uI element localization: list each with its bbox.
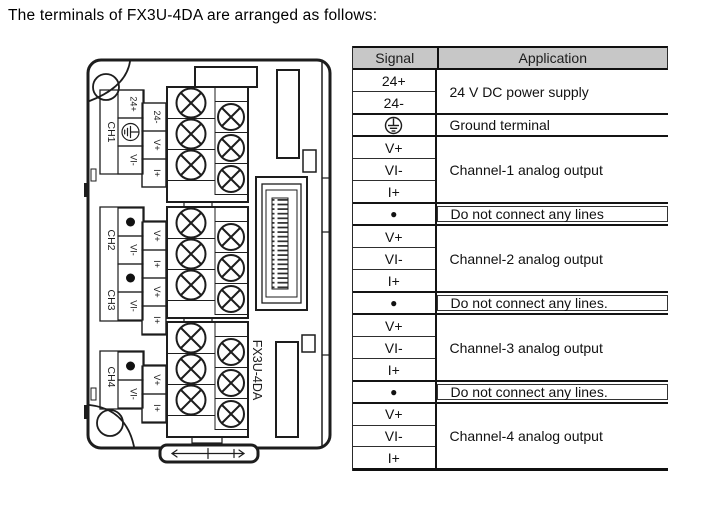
signal-cell: VI- bbox=[353, 426, 435, 448]
dot-icon: ● bbox=[390, 207, 398, 221]
svg-text:24+: 24+ bbox=[129, 96, 139, 111]
table-row: ● Do not connect any lines bbox=[353, 204, 668, 226]
ch3-label: CH3 bbox=[105, 289, 117, 310]
dot-icon: ● bbox=[390, 385, 398, 399]
page-title: The terminals of FX3U-4DA are arranged a… bbox=[8, 7, 378, 24]
mounting-hole-top bbox=[92, 73, 120, 101]
dot-icon bbox=[126, 361, 135, 371]
signal-cell: V+ bbox=[353, 137, 435, 159]
svg-text:VI-: VI- bbox=[129, 244, 139, 256]
application-cell: 24 V DC power supply bbox=[449, 83, 589, 100]
application-cell: Channel-3 analog output bbox=[449, 339, 603, 356]
table-row: V+ VI- I+ Channel-3 analog output bbox=[353, 315, 668, 382]
table-row: V+ VI- I+ Channel-4 analog output bbox=[353, 404, 668, 471]
application-cell: Do not connect any lines bbox=[436, 206, 668, 222]
table-row: ● Do not connect any lines. bbox=[353, 293, 668, 315]
application-cell: Channel-1 analog output bbox=[449, 161, 603, 178]
signal-cell: V+ bbox=[353, 226, 435, 248]
application-cell: Channel-4 analog output bbox=[449, 428, 603, 444]
ch2-label: CH2 bbox=[105, 229, 117, 250]
header-application: Application bbox=[518, 50, 588, 66]
application-cell: Do not connect any lines. bbox=[436, 295, 668, 311]
svg-text:I+: I+ bbox=[152, 316, 162, 324]
signal-cell bbox=[353, 115, 435, 135]
table-row: Ground terminal bbox=[353, 115, 668, 137]
ground-terminal-icon bbox=[385, 116, 403, 135]
signal-cell: I+ bbox=[387, 272, 400, 289]
extension-connector bbox=[255, 176, 308, 311]
table-row: 24+ 24- 24 V DC power supply bbox=[353, 70, 668, 115]
svg-text:I+: I+ bbox=[152, 260, 162, 268]
model-label: FX3U-4DA bbox=[250, 340, 264, 401]
din-clip-tab bbox=[158, 443, 260, 464]
signal-cell: VI- bbox=[353, 248, 435, 270]
signal-cell: V+ bbox=[353, 404, 435, 426]
table-row: ● Do not connect any lines. bbox=[353, 382, 668, 404]
dot-icon bbox=[126, 273, 135, 283]
signal-cell: VI- bbox=[353, 159, 435, 181]
dot-icon bbox=[126, 217, 135, 227]
signal-cell: I+ bbox=[387, 361, 400, 378]
svg-text:I+: I+ bbox=[152, 169, 162, 177]
terminal-table: Signal Application 24+ 24- 24 V DC power… bbox=[352, 46, 668, 471]
svg-text:V+: V+ bbox=[152, 139, 162, 150]
table-row: V+ VI- I+ Channel-1 analog output bbox=[353, 137, 668, 204]
signal-cell: VI- bbox=[353, 337, 435, 359]
svg-text:V+: V+ bbox=[152, 230, 162, 241]
table-header: Signal Application bbox=[353, 46, 668, 70]
application-cell: Channel-2 analog output bbox=[449, 250, 603, 267]
ch4-label: CH4 bbox=[105, 366, 117, 387]
svg-text:I+: I+ bbox=[152, 404, 162, 412]
application-cell: Do not connect any lines. bbox=[436, 384, 668, 400]
signal-cell: I+ bbox=[387, 183, 400, 200]
signal-cell: I+ bbox=[387, 449, 400, 466]
signal-cell: 24+ bbox=[353, 70, 435, 92]
ground-terminal-icon bbox=[121, 122, 140, 142]
svg-text:V+: V+ bbox=[152, 286, 162, 297]
application-cell: Ground terminal bbox=[449, 117, 550, 133]
dot-icon: ● bbox=[390, 296, 398, 310]
signal-cell: 24- bbox=[383, 94, 404, 111]
screw-terminals bbox=[175, 87, 245, 428]
table-row: V+ VI- I+ Channel-2 analog output bbox=[353, 226, 668, 293]
svg-text:24-: 24- bbox=[152, 110, 162, 123]
terminal-block-diagram: CH1 CH2 CH3 CH4 24+ VI- 24- V+ I+ VI- VI… bbox=[84, 58, 332, 464]
svg-text:VI-: VI- bbox=[129, 300, 139, 312]
signal-cell: V+ bbox=[353, 315, 435, 337]
svg-text:V+: V+ bbox=[152, 374, 162, 385]
svg-text:VI-: VI- bbox=[129, 388, 139, 400]
header-signal: Signal bbox=[353, 48, 439, 68]
ch1-label: CH1 bbox=[105, 121, 117, 142]
svg-text:VI-: VI- bbox=[129, 154, 139, 166]
